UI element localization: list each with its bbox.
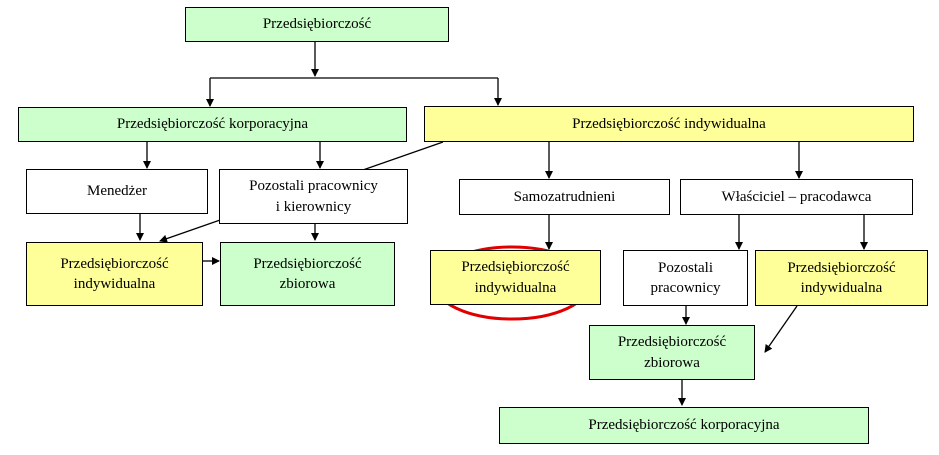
node-manager: Menedżer (26, 169, 208, 214)
node-other-staff: Pozostali pracownicy (623, 250, 748, 306)
node-self-employed: Samozatrudnieni (459, 179, 670, 215)
node-mid-individual: Przedsiębiorczość indywidualna (430, 250, 601, 305)
node-other-staff-managers: Pozostali pracownicy i kierownicy (219, 169, 408, 224)
node-right-individual: Przedsiębiorczość indywidualna (755, 250, 928, 306)
node-left-individual: Przedsiębiorczość indywidualna (26, 242, 203, 306)
node-left-collective: Przedsiębiorczość zbiorowa (220, 242, 395, 306)
connector-right-individual-diagonal (764, 305, 798, 353)
node-root: Przedsiębiorczość (185, 7, 449, 42)
node-owner-employer: Właściciel – pracodawca (680, 179, 913, 215)
node-bottom-collective: Przedsiębiorczość zbiorowa (589, 325, 755, 380)
node-corporate: Przedsiębiorczość korporacyjna (18, 107, 407, 142)
node-individual: Przedsiębiorczość indywidualna (424, 106, 914, 142)
node-bottom-corporate: Przedsiębiorczość korporacyjna (499, 407, 869, 444)
